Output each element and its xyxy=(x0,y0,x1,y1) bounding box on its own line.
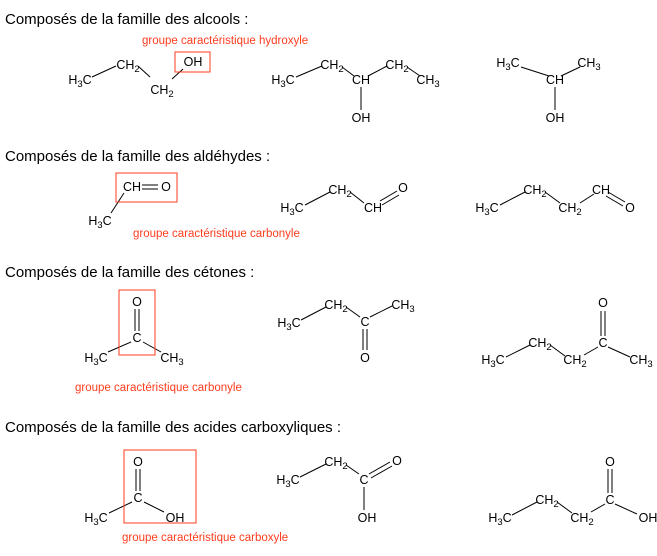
atom: O xyxy=(598,295,608,310)
atom: CH2 xyxy=(320,57,344,75)
atom: CH2 xyxy=(150,82,174,100)
atom: H3C xyxy=(276,472,300,490)
atom: O xyxy=(360,350,370,365)
atom: H3C xyxy=(88,213,112,231)
bonds-butanone xyxy=(300,305,393,350)
bonds-ethanal xyxy=(110,184,158,214)
atom: H3C xyxy=(481,352,505,370)
atom: O xyxy=(625,200,635,215)
section-title-acides: Composés de la famille des acides carbox… xyxy=(5,419,341,436)
atom: OH xyxy=(183,54,203,69)
atom: CH2 xyxy=(535,492,559,510)
section-title-aldehydes: Composés de la famille des aldéhydes : xyxy=(5,148,271,165)
bonds-butanal xyxy=(499,191,626,207)
group-label-carbonyle-aldehyde: groupe caractéristique carbonyle xyxy=(133,228,300,240)
section-title-alcools: Composés de la famille des alcools : xyxy=(5,11,249,28)
atom: CH3 xyxy=(391,297,415,315)
atom: O xyxy=(398,180,408,195)
atom: CH3 xyxy=(416,72,440,90)
atom: C xyxy=(132,330,142,345)
atom: O xyxy=(605,454,615,469)
group-label-hydroxyle: groupe caractéristique hydroxyle xyxy=(142,35,309,47)
bonds-butanol xyxy=(91,65,184,80)
atom: C xyxy=(133,490,143,505)
atom: CH2 xyxy=(563,352,587,370)
carbonyl-aldehyde-highlight-box xyxy=(115,172,178,203)
atom: H3C xyxy=(280,200,304,218)
atom: OH xyxy=(165,510,185,525)
atom: OH xyxy=(638,510,657,525)
atom: C xyxy=(598,335,608,350)
hydroxyl-highlight-box xyxy=(174,51,211,73)
atom: H3C xyxy=(475,200,499,218)
atom: OH xyxy=(351,110,371,125)
atom: H3C xyxy=(68,72,92,90)
atom: CH3 xyxy=(160,350,184,368)
carbonyl-ketone-highlight-box xyxy=(118,289,156,356)
atom: CH2 xyxy=(324,454,348,472)
atom: CH2 xyxy=(523,182,547,200)
atom: CH xyxy=(545,72,565,87)
atom: OH xyxy=(357,510,377,525)
atom: OH xyxy=(545,110,565,125)
bonds-pentan-3-ol xyxy=(295,65,421,110)
atom: CH2 xyxy=(528,335,552,353)
atom: H3C xyxy=(271,72,295,90)
group-label-carboxyle: groupe caractéristique carboxyle xyxy=(122,532,289,544)
atom: C xyxy=(360,314,370,329)
bonds-propan-2-ol xyxy=(520,66,581,110)
group-label-carbonyle-cetone: groupe caractéristique carbonyle xyxy=(75,382,242,394)
bonds-propanal xyxy=(304,190,400,206)
atom: H3C xyxy=(496,55,520,73)
atom: CH2 xyxy=(324,297,348,315)
carboxyl-highlight-box xyxy=(123,449,197,524)
atom: O xyxy=(132,294,142,309)
atom: H3C xyxy=(84,510,108,528)
atom: C xyxy=(359,472,369,487)
atom: CH3 xyxy=(577,55,601,73)
atom: O xyxy=(392,453,402,468)
atom: H3C xyxy=(488,510,512,528)
atom: CH3 xyxy=(629,352,653,370)
atom: CH xyxy=(363,200,383,215)
atom: CH xyxy=(351,72,371,87)
atom: CH2 xyxy=(570,510,594,528)
atom: H3C xyxy=(84,350,108,368)
atom: CH2 xyxy=(328,182,352,200)
bonds-pentan-2-one xyxy=(505,311,631,358)
bonds-butanoic-acid xyxy=(511,469,638,516)
atom: CH2 xyxy=(116,57,140,75)
atom: H3C xyxy=(277,315,301,333)
atom: CH2 xyxy=(385,57,409,75)
atom: O xyxy=(133,454,143,469)
bonds-ethanoic-acid xyxy=(108,469,165,514)
atom: CH2 xyxy=(558,200,582,218)
atom: CH xyxy=(122,179,142,194)
section-title-cetones: Composés de la famille des cétones : xyxy=(5,264,255,281)
atom: CH xyxy=(591,182,611,197)
atom: C xyxy=(605,492,615,507)
bonds-propanoic-acid xyxy=(299,461,393,510)
atom: O xyxy=(161,179,171,194)
